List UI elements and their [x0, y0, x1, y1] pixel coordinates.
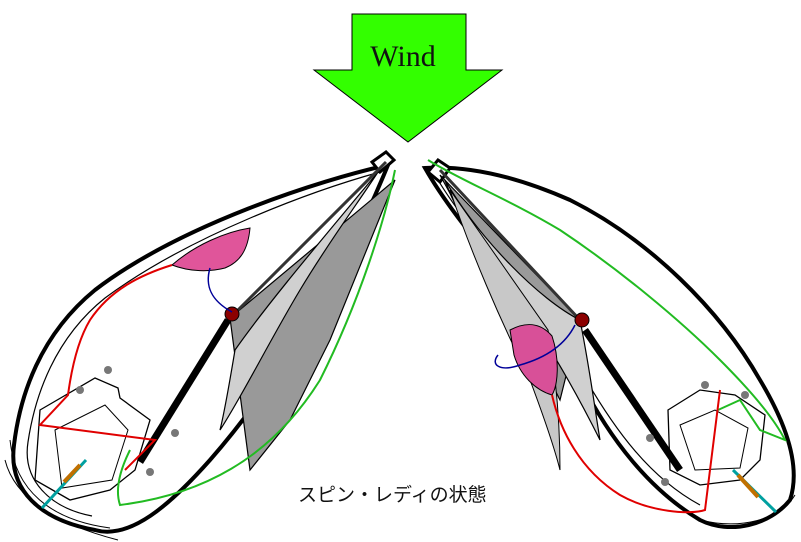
stern-left-line2: [4, 459, 119, 541]
mast-right: [574, 312, 590, 328]
spinnaker-outline-right: [427, 159, 788, 442]
spinnaker-sheet-left: [37, 264, 173, 471]
boom-left: [137, 318, 231, 464]
fitting-right-4: [661, 478, 669, 486]
forestay-left: [230, 160, 388, 318]
fitting-right-1: [701, 381, 709, 389]
fitting-left-3: [171, 429, 179, 437]
spinnaker-sheet-right: [551, 389, 721, 514]
fitting-right-2: [741, 391, 749, 399]
diagram-caption: スピン・レディの状態: [298, 484, 487, 506]
cockpit-right-inner: [679, 409, 749, 471]
cockpit-right: [667, 389, 766, 486]
fitting-left-1: [104, 366, 112, 374]
fitting-right-3: [646, 434, 654, 442]
jib-left: [219, 171, 379, 431]
cockpit-left-inner: [54, 404, 129, 489]
stern-right-line1: [699, 494, 796, 525]
fitting-left-2: [76, 386, 84, 394]
tiller-right-tip: [736, 473, 760, 499]
fitting-left-4: [146, 468, 154, 476]
spinnaker-outline-left: [117, 169, 396, 507]
wind-arrow: [312, 13, 504, 143]
hull-left-inner: [26, 171, 381, 517]
guy-line-left: [207, 267, 233, 313]
cockpit-left: [34, 377, 151, 501]
guy-line-right: [494, 324, 576, 369]
spinnaker-bag-left: [171, 227, 251, 272]
jib-right-lower: [449, 189, 561, 471]
forestay-right: [438, 168, 582, 322]
mainsail-left: [229, 179, 396, 472]
boat-right: [421, 158, 796, 529]
wind-label: Wind: [370, 40, 436, 73]
boat-left: [4, 150, 397, 541]
tiller-left-tip: [62, 463, 82, 484]
boom-right: [582, 328, 683, 472]
stern-left-line1: [9, 439, 111, 529]
